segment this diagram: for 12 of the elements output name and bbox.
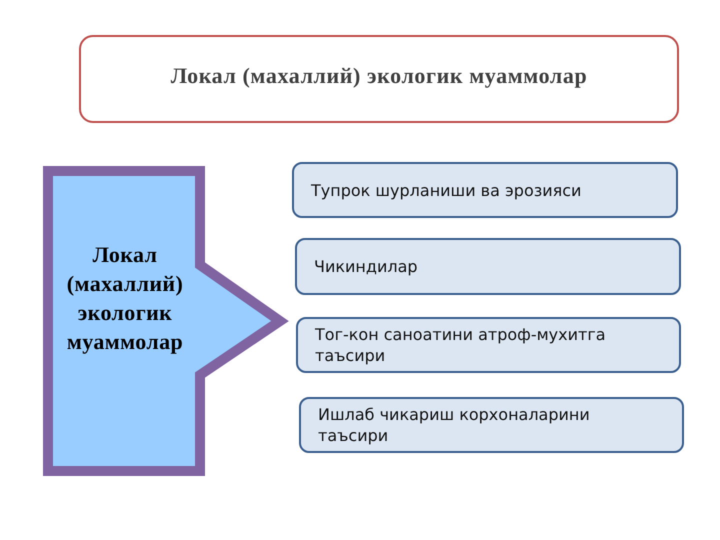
topic-text: Ишлаб чикариш корхоналарини таъсири	[318, 404, 591, 446]
arrow-callout-shape	[43, 166, 289, 476]
topic-box	[292, 162, 678, 218]
topic-text: Тог-кон саноатини атроф-мухитга таъсири	[315, 324, 607, 366]
topic-box	[299, 397, 684, 453]
topic-text: Тупрок шурланиши ва эрозияси	[311, 180, 582, 200]
callout-text: Локал (махаллий) экологик муаммолар	[66, 241, 184, 356]
topic-text: Чикиндилар	[314, 256, 418, 277]
header-text: Локал (махаллий) экологик муаммолар	[170, 63, 588, 89]
topic-box	[296, 317, 681, 373]
header-box	[79, 35, 679, 123]
topic-box	[295, 238, 681, 295]
